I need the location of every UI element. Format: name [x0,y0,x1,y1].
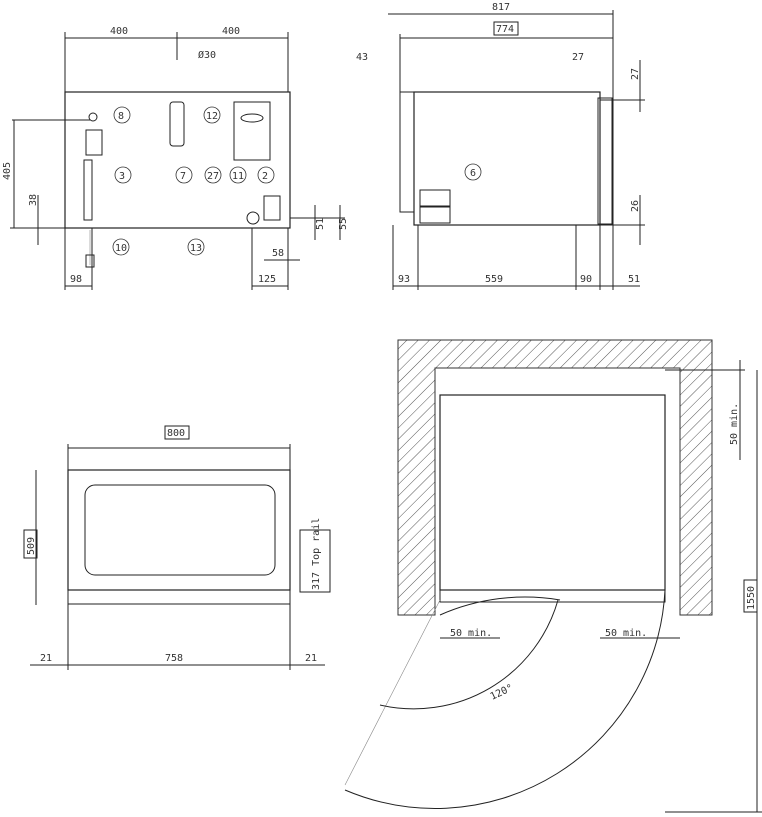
dim-800: 800 [167,428,185,439]
dim-1550: 1550 [746,586,757,610]
callout-3: 3 [114,166,132,184]
callout-7: 7 [175,166,193,184]
dim-51: 51 [315,218,326,230]
callout-13: 13 [187,238,205,256]
dim-27-rear: 27 [572,52,584,63]
dim-125: 125 [258,274,276,285]
dim-774: 774 [496,24,514,35]
door-side [399,91,415,213]
callout-27: 27 [204,166,222,184]
dim-98: 98 [70,274,82,285]
callout-11: 11 [229,166,247,184]
dim-left-clearance: 50 min. [450,628,492,639]
dim-21-right: 21 [305,653,317,664]
dim-400-left: 400 [110,26,128,37]
callout-6: 6 [464,163,482,181]
dim-817: 817 [492,2,510,13]
oven-top [439,394,666,591]
svg-text:10: 10 [115,243,127,254]
plan-view: 50 min. 50 min. 50 min. 120° 1550 [344,339,762,813]
door-window [84,484,276,576]
svg-text:27: 27 [207,171,219,182]
control-box [233,101,271,161]
dim-38: 38 [28,194,39,206]
dim-rear-clearance: 50 min. [729,403,740,445]
oven-body-side [413,91,601,226]
svg-text:2: 2 [262,171,268,182]
dim-405: 405 [2,162,13,180]
dim-400-right: 400 [222,26,240,37]
flue-pipe [169,101,185,147]
callout-2: 2 [257,166,275,184]
svg-text:7: 7 [180,171,186,182]
dim-93: 93 [398,274,410,285]
dim-right-clearance: 50 min. [605,628,647,639]
svg-text:8: 8 [118,111,124,122]
dim-55: 55 [338,218,349,230]
svg-text:3: 3 [119,171,125,182]
dim-door-angle: 120° [489,683,515,703]
front-door-view: 800 509 317 Top rail 21 758 21 [23,425,331,670]
svg-text:12: 12 [206,111,218,122]
dim-758: 758 [165,653,183,664]
wall-hatching [397,339,713,616]
dim-509: 509 [26,537,37,555]
dim-43: 43 [356,52,368,63]
svg-text:11: 11 [232,171,244,182]
oven-front [67,469,291,591]
drain-fitting [246,211,260,225]
rear-view: 400 400 Ø30 405 38 51 55 58 125 98 8 12 … [2,26,349,290]
callout-12: 12 [203,106,221,124]
callout-8: 8 [113,106,131,124]
callout-10: 10 [112,238,130,256]
dim-26: 26 [630,200,641,212]
dim-27-top: 27 [630,68,641,80]
dim-top-rail: 317 Top rail [311,518,322,590]
svg-text:13: 13 [190,243,202,254]
dim-pipe-diameter: Ø30 [198,49,216,61]
dim-21-left: 21 [40,653,52,664]
svg-text:6: 6 [470,168,476,179]
dim-51-rear: 51 [628,274,640,285]
dim-58-right: 58 [272,248,284,259]
dim-559: 559 [485,274,503,285]
side-view: 817 774 43 27 27 26 6 93 559 90 51 [356,2,645,290]
dim-90: 90 [580,274,592,285]
